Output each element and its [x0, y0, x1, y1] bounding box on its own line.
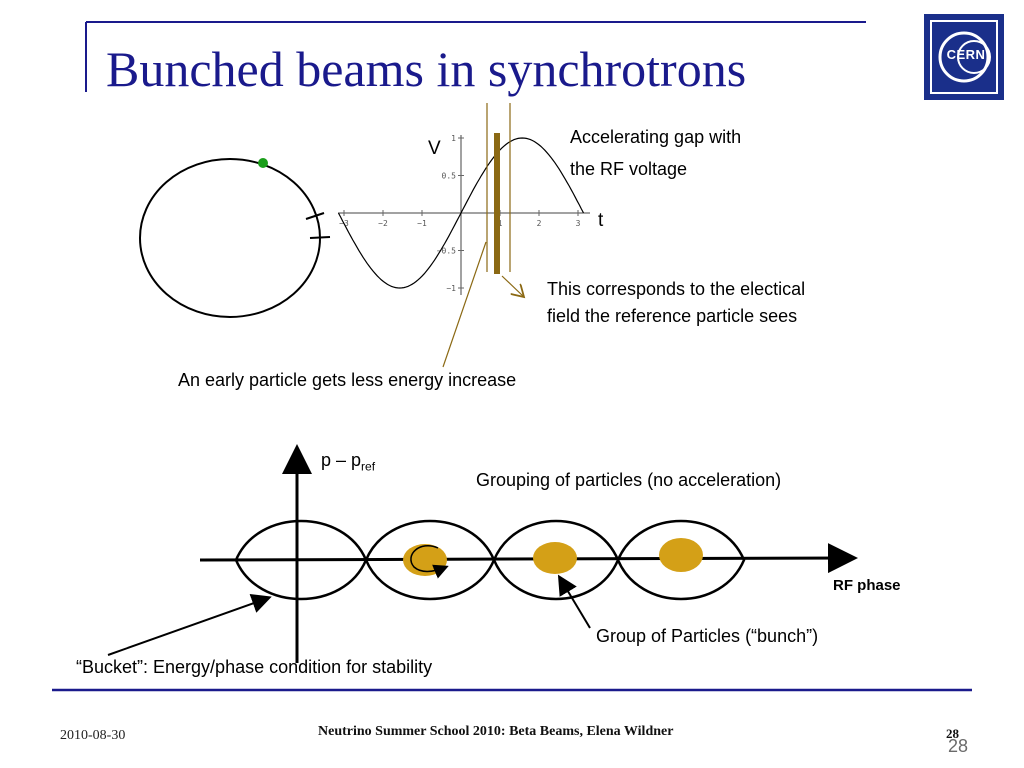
x-tick-label: 2 — [537, 219, 542, 228]
synchrotron-ring — [139, 158, 321, 318]
cern-logo-text: CERN — [946, 47, 986, 62]
bucket-label: “Bucket”: Energy/phase condition for sta… — [76, 657, 433, 677]
y-tick-label: −1 — [446, 284, 456, 293]
cern-logo-frame: CERN — [930, 20, 998, 94]
x-tick-label: −1 — [417, 219, 427, 228]
grouping-label: Grouping of particles (no acceleration) — [476, 470, 782, 490]
sine-t-label: t — [598, 210, 604, 231]
gap-bar — [494, 133, 500, 274]
slide-title: Bunched beams in synchrotrons — [106, 41, 747, 97]
y-tick-label: 0.5 — [442, 172, 457, 181]
phase-x-axis — [199, 543, 858, 574]
accel-gap-line1: Accelerating gap with — [570, 127, 742, 147]
footer-page-number-small: 28 — [946, 726, 959, 741]
x-tick-label: 3 — [576, 219, 581, 228]
y-tick-label: 1 — [451, 134, 456, 143]
bunch-1-rotation-arrow — [410, 545, 449, 579]
bucket-separatrix — [616, 519, 746, 601]
footer-center: Neutrino Summer School 2010: Beta Beams,… — [318, 724, 674, 739]
x-tick-label: 1 — [498, 219, 503, 228]
bunch-label: Group of Particles (“bunch”) — [596, 626, 819, 646]
sine-v-label: V — [428, 138, 441, 159]
x-tick-label: −2 — [378, 219, 388, 228]
phase-y-label-sub: ref — [361, 459, 376, 474]
corresponds-line1: This corresponds to the electical — [547, 279, 806, 299]
early-particle-arrow — [442, 241, 487, 368]
bunch-3 — [659, 538, 703, 572]
cern-logo-rings — [938, 31, 991, 83]
gap-mark-lower — [309, 236, 331, 239]
early-particle-label: An early particle gets less energy incre… — [178, 370, 517, 390]
bucket-pointer-arrow — [107, 593, 272, 656]
phase-y-label: p – pref — [321, 450, 375, 474]
accel-gap-line2: the RF voltage — [570, 159, 688, 179]
footer-page-number-large: 28 — [948, 736, 969, 756]
corresponds-line2: field the reference particle sees — [547, 306, 798, 326]
footer-date: 2010-08-30 — [60, 728, 126, 743]
phase-y-label-main: p – p — [321, 450, 362, 470]
reference-particle — [258, 158, 268, 168]
corresponds-arrow — [501, 275, 524, 297]
cern-logo: CERN — [924, 14, 1004, 100]
y-tick-label: −0.5 — [437, 247, 456, 256]
bunch-pointer-arrow — [557, 574, 591, 629]
sine-curve — [337, 137, 585, 289]
gap-mark-upper — [305, 212, 325, 220]
rf-phase-label: RF phase — [833, 577, 901, 594]
buckets — [234, 519, 746, 601]
sine-y-ticks: 1 0.5 −0.5 −1 — [437, 134, 464, 293]
bunch-2 — [533, 542, 577, 574]
